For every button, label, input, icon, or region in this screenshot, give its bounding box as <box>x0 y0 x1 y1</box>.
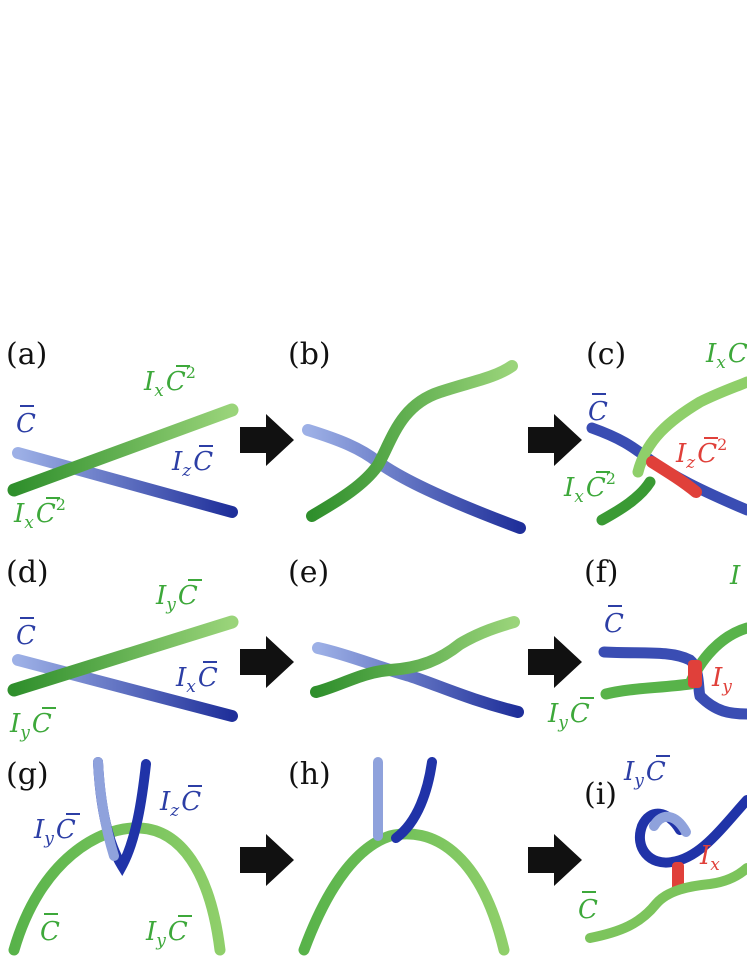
right-arrow-icon <box>528 834 582 886</box>
green-tube <box>306 360 518 522</box>
panel-i: (i) IyC Ix C <box>578 755 747 943</box>
blue-tube <box>12 447 238 518</box>
label-ixc-top: IxC <box>705 339 747 373</box>
panel-label: (f) <box>584 555 619 590</box>
green-tube <box>585 863 747 943</box>
panel-f: (f) C Iy I IyC <box>547 555 747 733</box>
label-iyc-bottom: IyC <box>145 917 188 951</box>
panel-a: (a) C IxC2 IzC IxC2 <box>6 337 239 533</box>
green-tube <box>310 616 520 698</box>
label-iyc: IyC <box>33 815 76 849</box>
label-izc2: IzC2 <box>675 435 727 473</box>
label-c-bar: C <box>16 409 36 439</box>
label-ixc2-bottom: IxC2 <box>13 495 66 533</box>
panel-label: (h) <box>288 757 331 792</box>
label-iyc: IyC <box>623 757 666 791</box>
label-c-bar: C <box>578 895 598 925</box>
panel-h: (h) <box>288 757 510 956</box>
label-c-bar: C <box>588 397 608 427</box>
label-iy: Iy <box>711 663 732 697</box>
label-c-bar: C <box>604 609 624 639</box>
label-iyc-top: IyC <box>155 581 198 615</box>
panel-label: (c) <box>586 337 626 372</box>
red-segment <box>646 456 702 498</box>
label-ixc2-top: IxC2 <box>143 363 196 401</box>
label-c-bar: C <box>16 621 36 651</box>
label-izc: IzC <box>171 447 213 481</box>
panel-label: (g) <box>6 757 49 792</box>
green-arch <box>298 828 510 956</box>
green-tube <box>632 376 747 478</box>
label-iyc-bottom: IyC <box>9 709 52 743</box>
label-iyc: IyC <box>547 699 590 733</box>
panel-label: (b) <box>288 337 331 372</box>
green-tube <box>7 403 239 497</box>
panel-label: (d) <box>6 555 49 590</box>
panel-label: (a) <box>6 337 47 372</box>
panel-e: (e) <box>288 555 524 718</box>
label-ixc2: IxC2 <box>563 469 616 507</box>
panel-b: (b) <box>288 337 526 534</box>
blue-tube <box>312 642 524 718</box>
label-c-bar: C <box>40 917 60 947</box>
blue-tube <box>12 654 238 722</box>
blue-loop-light <box>649 812 691 837</box>
blue-tube <box>302 424 526 534</box>
red-segment <box>688 660 702 688</box>
right-arrow-icon <box>240 414 294 466</box>
right-arrow-icon <box>240 636 294 688</box>
green-tube <box>596 476 656 526</box>
panel-label: (i) <box>584 777 617 812</box>
label-ixc: IxC <box>175 663 218 697</box>
right-arrow-icon <box>528 414 582 466</box>
label-ix: Ix <box>699 841 720 875</box>
label-izc: IzC <box>159 787 201 821</box>
blue-tube <box>391 757 437 843</box>
panel-label: (e) <box>288 555 329 590</box>
panel-d: (d) C IyC IxC IyC <box>6 555 239 743</box>
panel-g: (g) IyC IzC C IyC <box>6 757 226 956</box>
green-tube <box>7 615 239 697</box>
blue-loop <box>635 795 747 868</box>
right-arrow-icon <box>240 834 294 886</box>
label-iy-top: I <box>729 561 741 591</box>
right-arrow-icon <box>528 636 582 688</box>
panel-c: (c) C IxC IzC2 IxC2 <box>563 337 747 526</box>
blue-loop-light <box>93 757 119 861</box>
